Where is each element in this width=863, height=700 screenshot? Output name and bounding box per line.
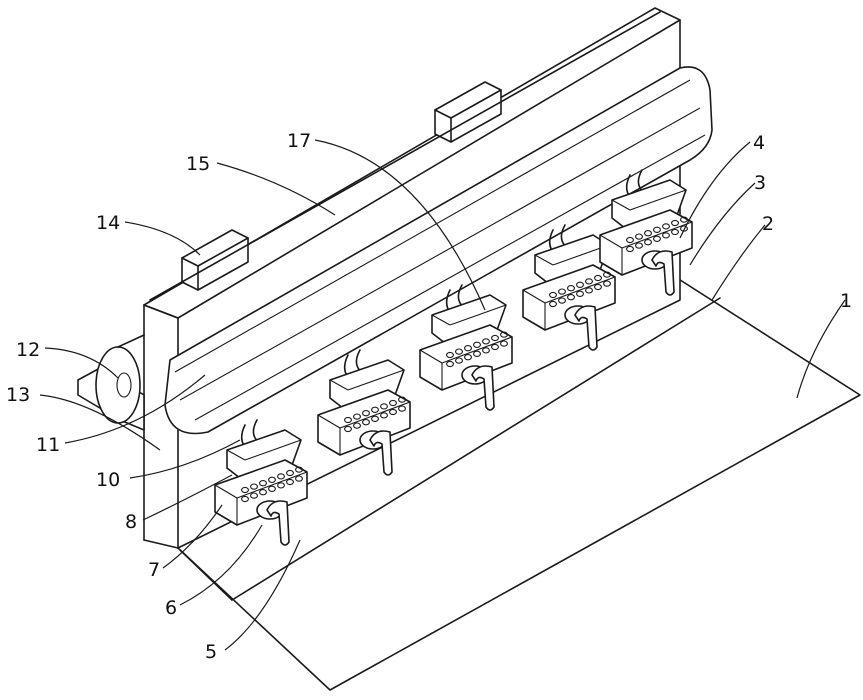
label-4: 4 bbox=[753, 132, 765, 154]
label-6: 6 bbox=[165, 597, 177, 619]
label-7: 7 bbox=[148, 559, 160, 581]
label-1: 1 bbox=[840, 290, 852, 312]
side-motor bbox=[78, 335, 144, 430]
label-10: 10 bbox=[96, 469, 120, 491]
label-15: 15 bbox=[186, 153, 210, 175]
label-13: 13 bbox=[6, 384, 30, 406]
label-5: 5 bbox=[205, 641, 217, 663]
label-14: 14 bbox=[96, 212, 120, 234]
label-12: 12 bbox=[16, 339, 40, 361]
label-8: 8 bbox=[125, 511, 137, 533]
label-17: 17 bbox=[287, 130, 311, 152]
label-3: 3 bbox=[754, 172, 766, 194]
label-11: 11 bbox=[36, 434, 60, 456]
label-2: 2 bbox=[762, 213, 774, 235]
